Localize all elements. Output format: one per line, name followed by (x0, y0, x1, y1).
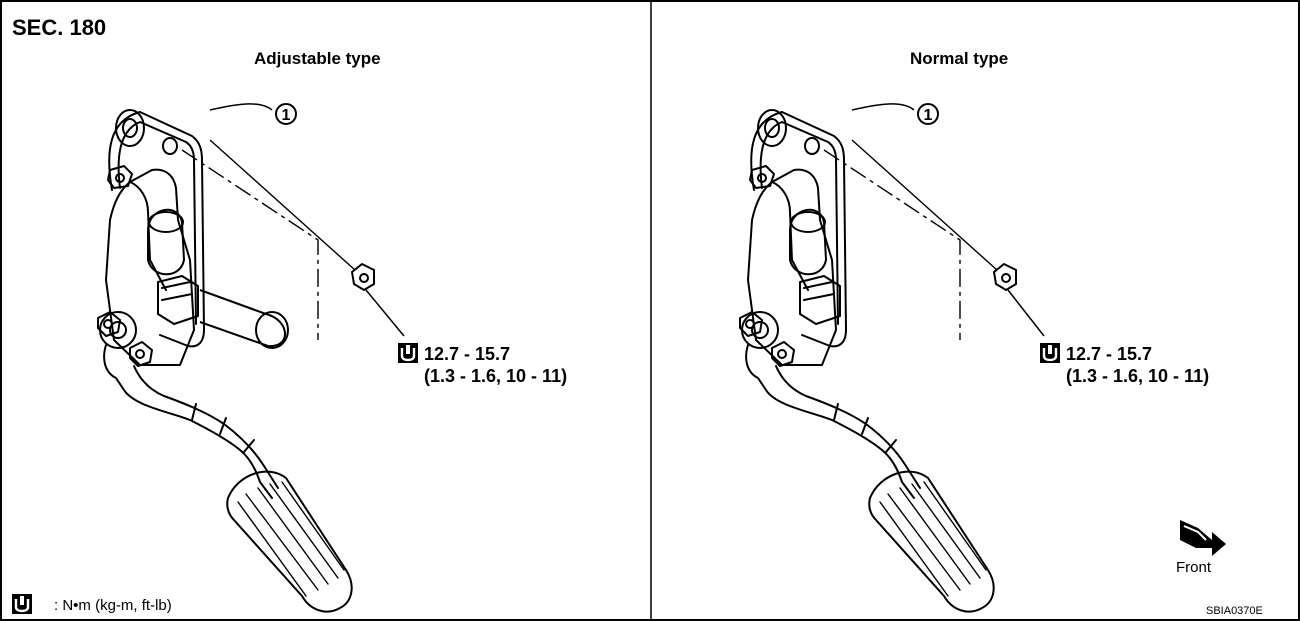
callout-number-left: 1 (282, 107, 291, 124)
front-label: Front (1176, 559, 1212, 576)
torque-value-right: 12.7 - 15.7 (1.3 - 1.6, 10 - 11) (1066, 343, 1209, 387)
torque-imperial-left: (1.3 - 1.6, 10 - 11) (424, 366, 568, 386)
torque-nm-right: 12.7 - 15.7 (1066, 344, 1153, 364)
adjustable-pedal-drawing: 1 (97, 103, 420, 613)
torque-unit-legend: : N•m (kg-m, ft-lb) (54, 597, 172, 614)
callout-number-right: 1 (924, 107, 933, 124)
torque-imperial-right: (1.3 - 1.6, 10 - 11) (1066, 366, 1210, 386)
torque-nm-left: 12.7 - 15.7 (424, 344, 511, 364)
torque-value-left: 12.7 - 15.7 (1.3 - 1.6, 10 - 11) (424, 343, 567, 387)
front-arrow-icon (1180, 520, 1226, 556)
panel-title-adjustable: Adjustable type (254, 49, 381, 68)
section-number: SEC. 180 (12, 15, 107, 40)
normal-pedal-drawing: 1 (739, 103, 1062, 613)
drawing-code: SBIA0370E (1206, 605, 1263, 617)
panel-title-normal: Normal type (910, 49, 1009, 68)
